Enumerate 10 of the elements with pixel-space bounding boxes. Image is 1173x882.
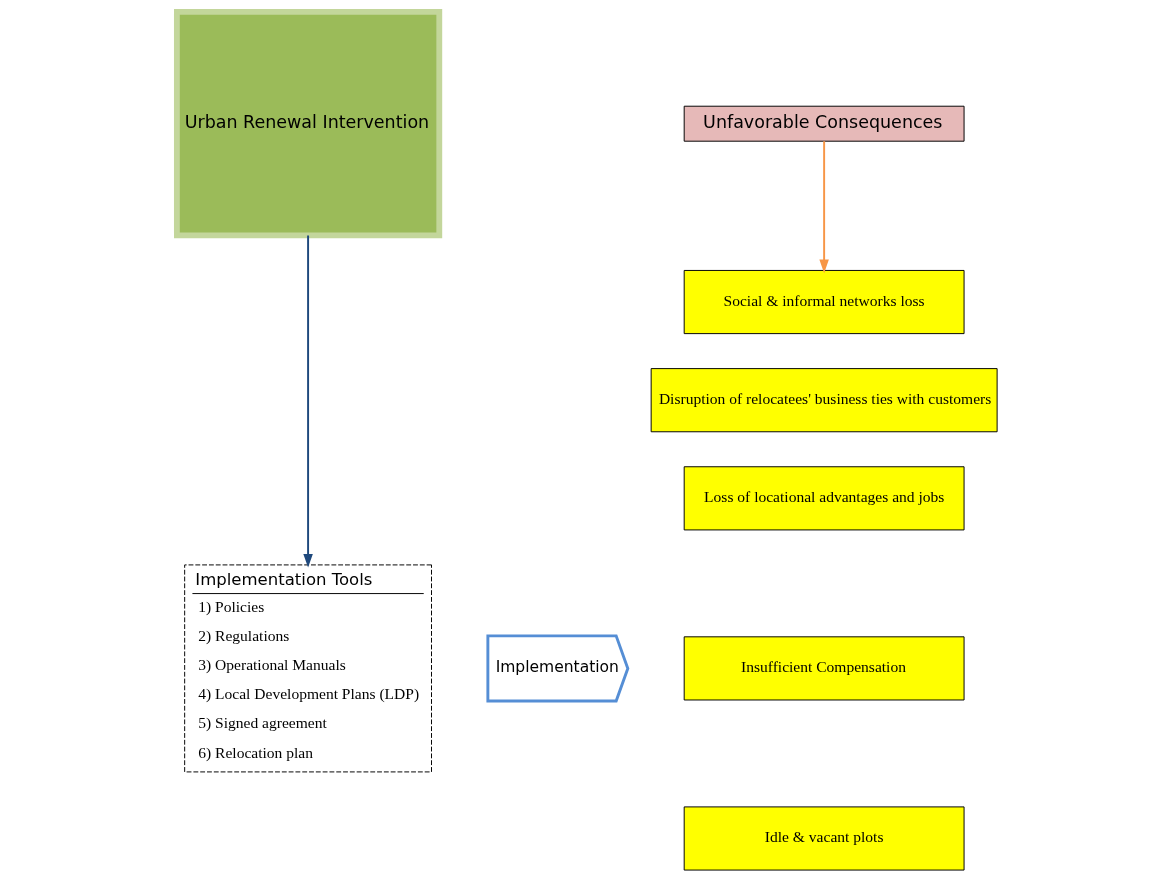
node-box: Idle & vacant plots	[683, 806, 965, 871]
node-box: Disruption of relocatees' business ties with customers	[650, 368, 998, 433]
arrow	[302, 234, 313, 568]
node-box: Loss of locational advantages and jobs	[683, 466, 965, 531]
node-box: Implementation Tools 1) Policies 2) Regulations 3) Operational Manuals 4) Local Development Plans (LDP) 5) Signed agreement 6) Relocation plan	[183, 564, 432, 773]
node-box: Social & informal networks loss	[683, 269, 965, 335]
node-box: Unfavorable Consequences	[683, 105, 965, 142]
node-box: Urban Renewal Intervention	[173, 9, 442, 239]
node-box: Insufficient Compensation	[683, 636, 965, 701]
arrow	[818, 140, 829, 274]
